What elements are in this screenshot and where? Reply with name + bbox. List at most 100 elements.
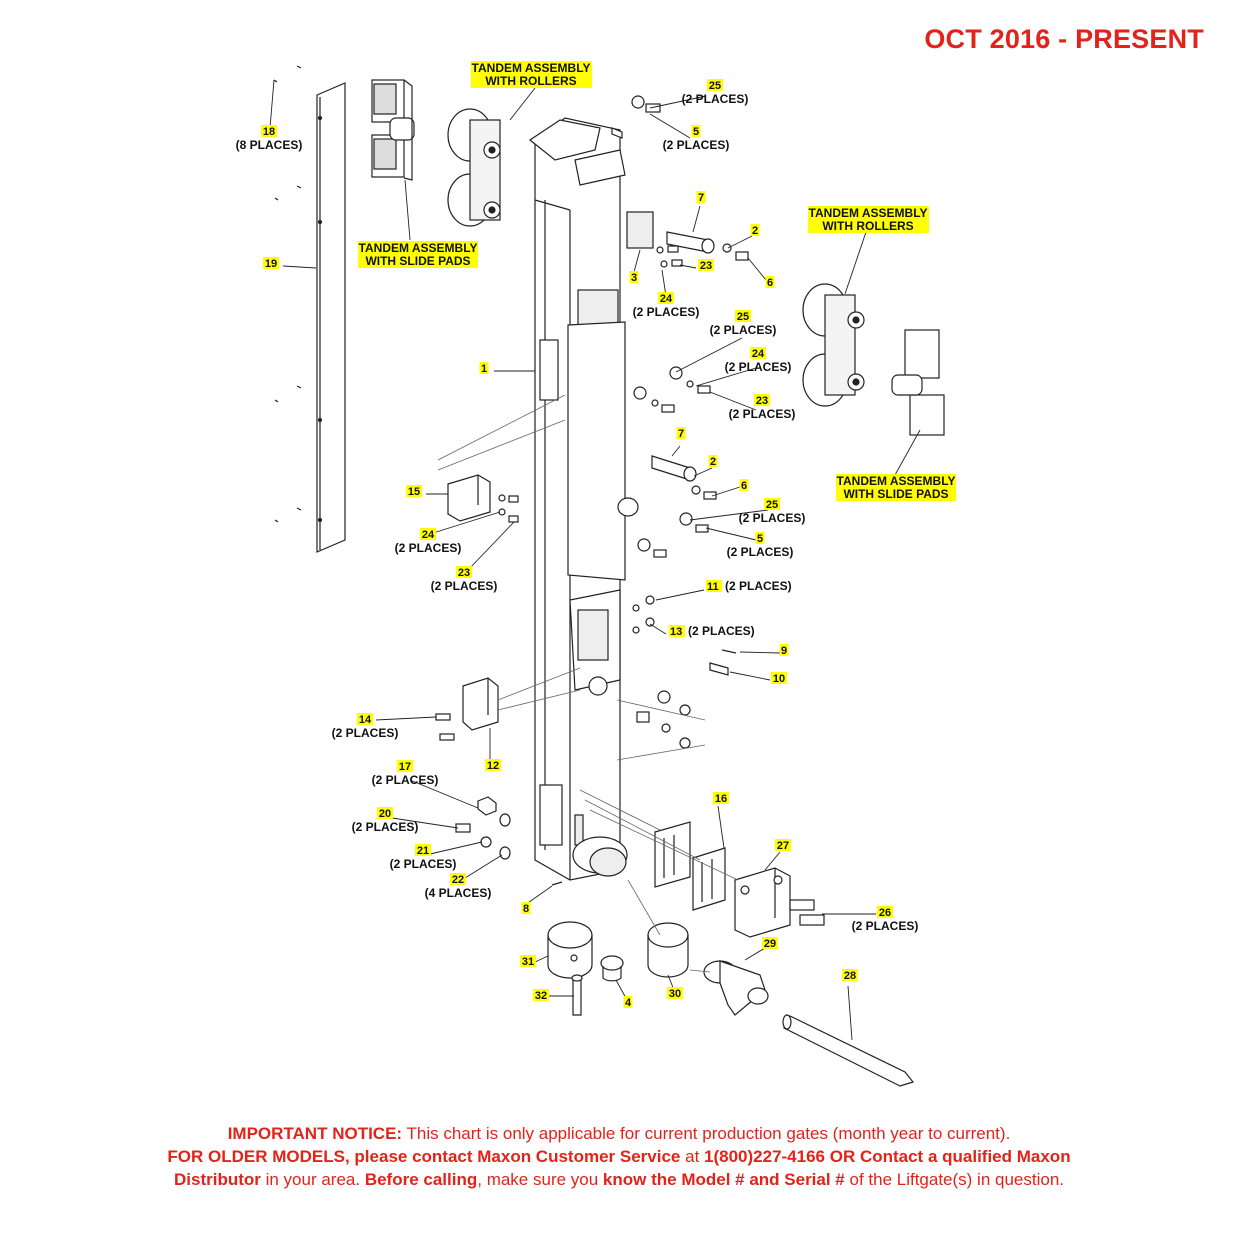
callout-5: 5(2 PLACES): [727, 532, 793, 559]
callout-31: 31: [520, 955, 536, 968]
callout-highlight: [764, 498, 780, 510]
callout-number: 7: [678, 428, 684, 440]
callout-24: 24(2 PLACES): [633, 292, 699, 319]
callout-17: 17(2 PLACES): [372, 760, 439, 787]
callout-32: 32: [533, 989, 549, 1002]
callout-highlight: [397, 760, 413, 772]
callout-highlight: [698, 259, 714, 271]
callout-number: 28: [844, 970, 856, 982]
callout-number: 16: [715, 793, 727, 805]
assembly-label-slidepads-right: TANDEM ASSEMBLY WITH SLIDE PADS: [836, 474, 956, 501]
callout-25: 25(2 PLACES): [710, 310, 776, 337]
svg-text:TANDEM ASSEMBLY: TANDEM ASSEMBLY: [472, 61, 591, 75]
callout-number: 2: [752, 225, 758, 237]
callout-number: 26: [879, 907, 891, 919]
callout-12: 12: [485, 759, 501, 772]
upper-hardware-part: [611, 95, 749, 413]
bushing-30-part: [647, 922, 689, 978]
shims-16-part: [654, 821, 726, 911]
tandem-slide-pads-left-part: [371, 79, 415, 181]
callout-number: 6: [741, 480, 747, 492]
bushing-31-part: [547, 921, 593, 979]
callout-number: 15: [408, 486, 420, 498]
callout-highlight: [667, 987, 683, 999]
middle-hardware-part: [617, 455, 717, 558]
callout-1: 1: [479, 362, 489, 375]
callout-number: 25: [709, 80, 721, 92]
mast-weldment-part: [528, 117, 628, 881]
callout-4: 4: [623, 996, 633, 1009]
svg-text:TANDEM ASSEMBLY: TANDEM ASSEMBLY: [837, 474, 956, 488]
callout-highlight: [669, 625, 685, 637]
left-hardware-part: [455, 796, 563, 886]
callout-highlight: [261, 125, 277, 137]
callout-highlight: [708, 455, 718, 467]
callout-26: 26(2 PLACES): [852, 906, 919, 933]
bushing-4-part: [600, 955, 624, 982]
callout-highlight: [676, 427, 686, 439]
callout-25: 25(2 PLACES): [682, 79, 748, 106]
callout-25: 25(2 PLACES): [739, 498, 806, 525]
callout-highlight: [629, 271, 639, 283]
callout-13: 13(2 PLACES): [669, 624, 755, 638]
callout-30: 30: [667, 987, 683, 1000]
callout-highlight: [263, 257, 279, 269]
callout-27: 27: [775, 839, 791, 852]
callout-note: (2 PLACES): [431, 579, 498, 593]
lever-29-part: [703, 960, 769, 1016]
bracket-12-part: [435, 677, 499, 741]
notice-line-2: FOR OLDER MODELS, please contact Maxon C…: [167, 1147, 1071, 1166]
callout-11: 11 (2 PLACES): [706, 579, 792, 593]
callout-number: 22: [452, 874, 464, 886]
callout-number: 9: [781, 645, 787, 657]
callout-highlight: [775, 839, 791, 851]
callout-highlight: [691, 125, 701, 137]
callout-15: 15: [406, 485, 422, 498]
callout-note: (2 PLACES): [688, 624, 755, 638]
callout-number: 7: [698, 192, 704, 204]
callout-note: (8 PLACES): [236, 138, 303, 152]
callout-note: (2 PLACES): [852, 919, 919, 933]
cover-plate-part: [316, 82, 346, 553]
callout-note: (2 PLACES): [739, 511, 806, 525]
callout-note: (2 PLACES): [372, 773, 439, 787]
callout-number: 17: [399, 761, 411, 773]
callout-2: 2: [708, 455, 718, 468]
callout-highlight: [739, 479, 749, 491]
callout-number: 23: [756, 395, 768, 407]
callout-note: (2 PLACES): [725, 360, 792, 374]
screw-set-part: [273, 65, 302, 523]
callout-highlight: [707, 79, 723, 91]
notice-line-1: IMPORTANT NOTICE: This chart is only app…: [227, 1124, 1011, 1143]
callout-9: 9: [779, 644, 789, 657]
callout-highlight: [779, 644, 789, 656]
notice-line-3: Distributor in your area. Before calling…: [173, 1170, 1065, 1189]
callout-highlight: [533, 989, 549, 1001]
alignment-lines: [437, 394, 739, 973]
callout-number: 25: [766, 499, 778, 511]
callout-number: 21: [417, 845, 429, 857]
callout-highlight: [696, 191, 706, 203]
svg-text:TANDEM ASSEMBLY: TANDEM ASSEMBLY: [359, 241, 478, 255]
svg-text:WITH SLIDE PADS: WITH SLIDE PADS: [843, 487, 948, 501]
block-27-part: [734, 867, 825, 938]
block-15-part: [447, 474, 519, 523]
callout-number: 18: [263, 126, 275, 138]
callout-22: 22(4 PLACES): [425, 873, 491, 900]
callout-number: 24: [422, 529, 435, 541]
callout-23: 23(2 PLACES): [729, 394, 795, 421]
callout-number: 10: [773, 673, 785, 685]
callout-number: 11: [707, 581, 719, 593]
callout-highlight: [658, 292, 674, 304]
date-range-banner: OCT 2016 - PRESENT: [924, 24, 1204, 54]
callout-highlight: [765, 276, 775, 288]
callout-note: (2 PLACES): [390, 857, 457, 871]
callout-3: 3: [629, 271, 639, 284]
callout-number: 5: [693, 126, 699, 138]
callout-note: (2 PLACES): [725, 579, 792, 593]
callout-number: 30: [669, 988, 681, 1000]
tandem-rollers-right-part: [802, 283, 865, 407]
callout-18: 18(8 PLACES): [236, 125, 303, 152]
callout-28: 28: [842, 969, 858, 982]
